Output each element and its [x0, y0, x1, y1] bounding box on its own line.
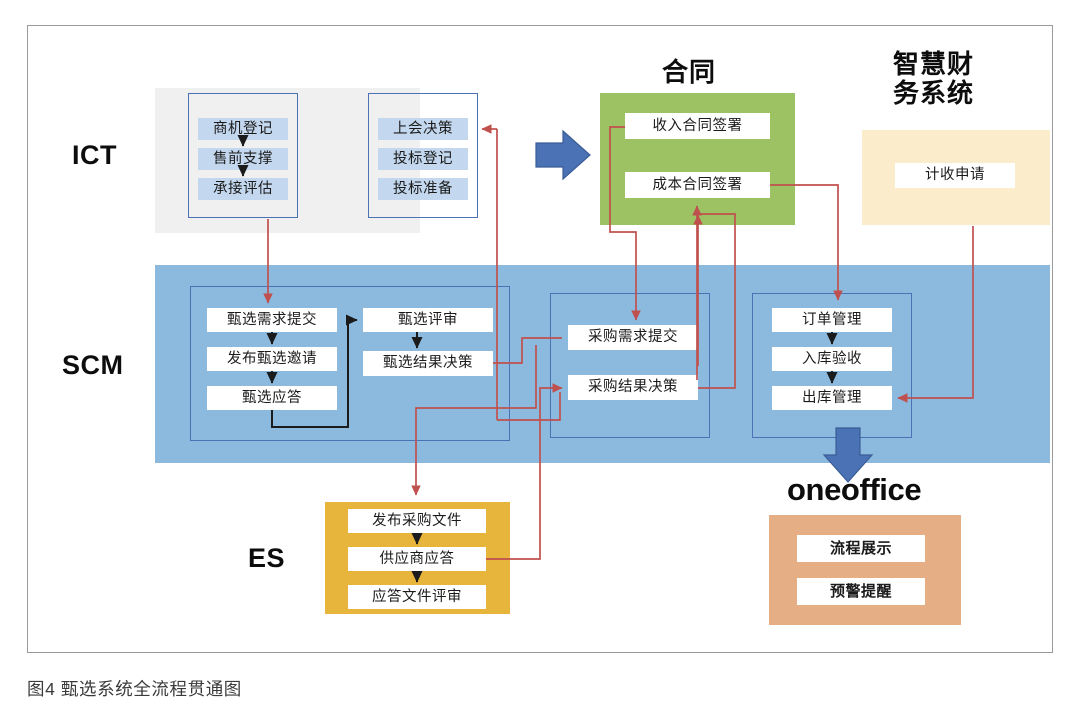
zone-label-finance: 智慧财 务系统 [893, 49, 975, 109]
node-zhenxuan-jieguo-juece[interactable]: 甄选结果决策 [363, 351, 493, 376]
node-chuku-guanli[interactable]: 出库管理 [772, 386, 892, 410]
node-chengjie-pinggu[interactable]: 承接评估 [198, 178, 288, 200]
zone-label-oneoffice: oneoffice [787, 472, 922, 507]
node-yingda-wenjian-pingshen[interactable]: 应答文件评审 [348, 585, 486, 609]
node-shanghui-juece[interactable]: 上会决策 [378, 118, 468, 140]
figure-caption: 图4 甄选系统全流程贯通图 [27, 679, 242, 699]
node-toubiao-dengji[interactable]: 投标登记 [378, 148, 468, 170]
node-shangji-dengji[interactable]: 商机登记 [198, 118, 288, 140]
zone-oneoffice-panel [769, 515, 961, 625]
node-zhenxuan-yingda[interactable]: 甄选应答 [207, 386, 337, 410]
zone-label-finance-line1: 智慧财 [893, 49, 975, 79]
zone-label-scm: SCM [62, 350, 124, 380]
zone-label-contract: 合同 [662, 57, 717, 87]
node-shouqian-zhicheng[interactable]: 售前支撑 [198, 148, 288, 170]
node-zhenxuan-pingshen[interactable]: 甄选评审 [363, 308, 493, 332]
node-dingdan-guanli[interactable]: 订单管理 [772, 308, 892, 332]
node-toubiao-zhunbei[interactable]: 投标准备 [378, 178, 468, 200]
node-liucheng-zhanshi[interactable]: 流程展示 [797, 535, 925, 562]
zone-label-ict: ICT [72, 140, 117, 170]
zone-label-finance-line2: 务系统 [893, 78, 975, 109]
node-jishou-shenqing[interactable]: 计收申请 [895, 163, 1015, 188]
node-zhenxuan-xuqiu-tijiao[interactable]: 甄选需求提交 [207, 308, 337, 332]
node-chengben-hetong-qianshu[interactable]: 成本合同签署 [625, 172, 770, 198]
node-fabu-caigou-wenjian[interactable]: 发布采购文件 [348, 509, 486, 533]
node-gongyingshang-yingda[interactable]: 供应商应答 [348, 547, 486, 571]
node-caigou-xuqiu-tijiao[interactable]: 采购需求提交 [568, 325, 698, 350]
node-ruku-yanshou[interactable]: 入库验收 [772, 347, 892, 371]
ict-group-presales [188, 93, 298, 218]
node-fabu-zhenxuan-yaoqing[interactable]: 发布甄选邀请 [207, 347, 337, 371]
scm-group-purchase [550, 293, 710, 438]
zone-label-es: ES [248, 543, 286, 573]
node-caigou-jieguo-juece[interactable]: 采购结果决策 [568, 375, 698, 400]
node-shouru-hetong-qianshu[interactable]: 收入合同签署 [625, 113, 770, 139]
node-yujing-tixing[interactable]: 预警提醒 [797, 578, 925, 605]
ict-group-bidding [368, 93, 478, 218]
